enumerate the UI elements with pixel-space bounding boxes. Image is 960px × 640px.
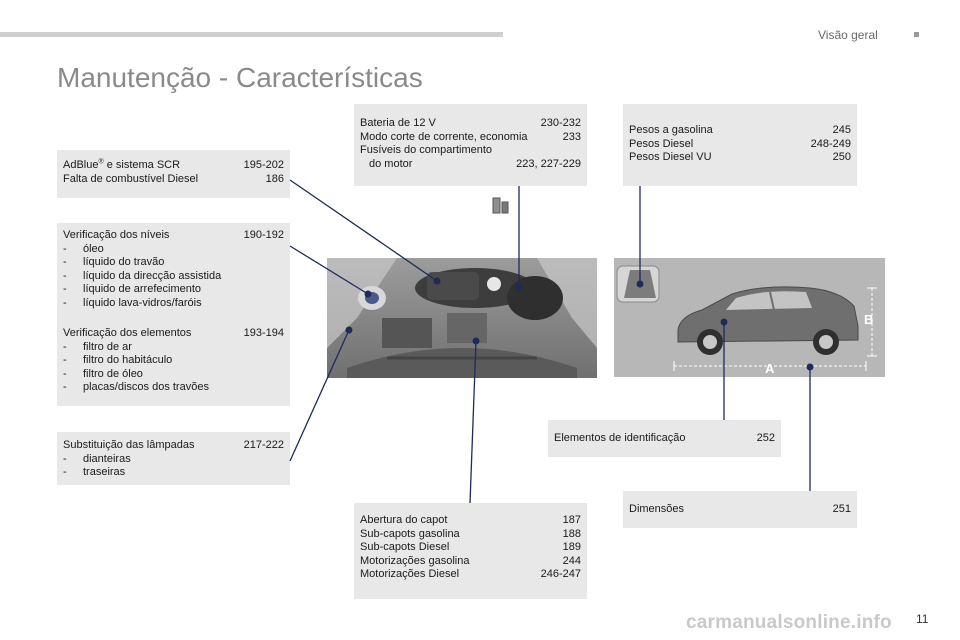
- page-ref: 223, 227-229: [516, 157, 581, 170]
- page-ref: 217-222: [243, 439, 284, 451]
- engine-bay-image: [327, 258, 597, 378]
- page-ref: 233: [562, 130, 581, 143]
- registered-mark: ®: [98, 158, 104, 166]
- list-item: -filtro de óleo: [63, 367, 143, 380]
- page-ref: 230-232: [540, 117, 581, 129]
- elements-heading: Verificação dos elementos 193-194: [63, 327, 284, 339]
- battery-row: Fusíveis do compartimento: [360, 144, 493, 156]
- page-ref: 248-249: [810, 137, 851, 150]
- section-label: Visão geral: [818, 28, 878, 42]
- fuse-icon: [492, 197, 509, 214]
- adblue-row: AdBlue® e sistema SCR 195-202: [63, 158, 284, 171]
- page-ref: 195-202: [243, 159, 284, 171]
- page-ref: 244: [562, 554, 581, 567]
- list-item: -líquido do travão: [63, 256, 165, 268]
- bulbs-heading: Substituição das lâmpadas 217-222: [63, 439, 284, 451]
- adblue-row: Falta de combustível Diesel 186: [63, 172, 284, 185]
- levels-heading: Verificação dos níveis 190-192: [63, 229, 284, 241]
- list-item: -óleo: [63, 242, 104, 255]
- page-ref: 186: [265, 172, 284, 185]
- dimension-a-label: A: [765, 361, 775, 376]
- engine-bay-illustration: [327, 258, 597, 378]
- page-title: Manutenção - Características: [57, 62, 423, 93]
- section-marker: [914, 32, 919, 37]
- header-rule: [0, 32, 503, 37]
- checks-box: Verificação dos níveis 190-192 -óleo -lí…: [57, 223, 290, 406]
- page-ref: 193-194: [243, 327, 284, 339]
- page-ref: 189: [562, 541, 581, 553]
- page-ref: 245: [832, 124, 851, 136]
- vin-plate-inset: [616, 265, 660, 303]
- car-side-image: A B: [614, 258, 885, 377]
- dimension-b-label: B: [864, 312, 873, 327]
- watermark: carmanualsonline.info: [686, 612, 892, 633]
- list-item: -placas/discos dos travões: [63, 381, 209, 393]
- list-item: -filtro do habitáculo: [63, 354, 173, 366]
- car-side-illustration: A B: [614, 258, 885, 377]
- page-ref: 187: [562, 514, 581, 526]
- page-number: 11: [916, 612, 929, 626]
- list-item: -líquido lava-vidros/faróis: [63, 296, 202, 309]
- list-item: -dianteiras: [63, 452, 131, 465]
- page-ref: 190-192: [243, 229, 284, 241]
- list-item: -traseiras: [63, 466, 126, 478]
- list-item: -filtro de ar: [63, 340, 132, 353]
- page-ref: 188: [562, 527, 581, 540]
- list-item: -líquido de arrefecimento: [63, 283, 202, 295]
- list-item: -líquido da direcção assistida: [63, 269, 222, 282]
- adblue-box: AdBlue® e sistema SCR 195-202 Falta de c…: [57, 150, 290, 198]
- page-ref: 250: [832, 151, 851, 163]
- page-ref: 251: [832, 503, 851, 515]
- bulbs-box: Substituição das lâmpadas 217-222 -diant…: [57, 432, 290, 485]
- page-ref: 246-247: [540, 568, 581, 580]
- page-ref: 252: [756, 432, 775, 444]
